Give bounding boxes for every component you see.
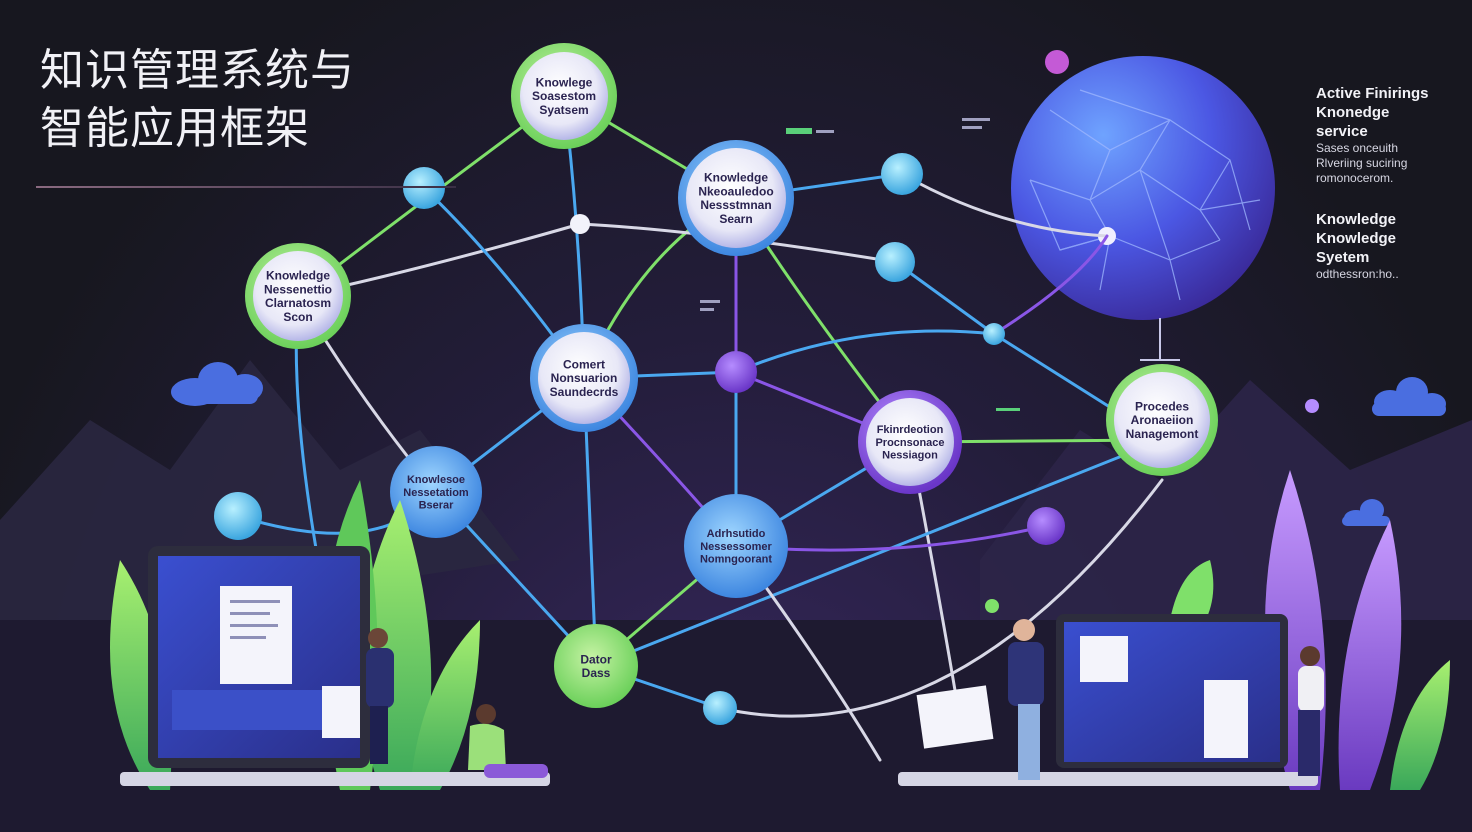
title-line-2: 智能应用框架 — [40, 103, 310, 154]
node-label-line: Nkeoauledoo — [698, 184, 773, 198]
node-label-line: Adrhsutido — [707, 528, 766, 540]
cloud-icon — [1372, 377, 1446, 416]
side-subtext: Rlveriing suciring — [1316, 156, 1408, 170]
side-heading: Syetem — [1316, 249, 1370, 266]
person-icon — [468, 704, 548, 778]
node-label-line: Saundecrds — [550, 385, 619, 399]
node-label-line: Procedes — [1135, 399, 1189, 413]
side-heading: Active Finirings — [1316, 85, 1429, 102]
side-panel-block-1: Active Finirings Knonedge service Sases … — [1316, 84, 1429, 186]
person-icon — [1008, 619, 1044, 780]
side-heading: Knowledge — [1316, 211, 1397, 228]
person-icon — [366, 628, 394, 764]
node-label-line: Nessstmnan — [700, 198, 771, 212]
node-label-line: Knowledge — [266, 269, 330, 283]
node-label-line: Clarnatosm — [265, 296, 331, 310]
side-heading: service — [1316, 123, 1368, 140]
side-heading: Knonedge — [1316, 104, 1390, 121]
side-heading: Knowledge — [1316, 230, 1397, 247]
connector-dots — [214, 50, 1319, 725]
node-label-line: Procnsonace — [875, 437, 944, 449]
cloud-icon — [171, 362, 263, 406]
node-label-line: Nessenettio — [264, 282, 332, 296]
node-label-line: Soasestom — [532, 89, 596, 103]
node-label-line: Nessiagon — [882, 450, 938, 462]
node-label-line: Nomngoorant — [700, 554, 772, 566]
person-icon — [1298, 646, 1324, 776]
node-label-line: Scon — [283, 310, 312, 324]
node-label-line: Bserar — [419, 500, 455, 512]
globe-icon — [1011, 56, 1275, 361]
document-icon — [220, 586, 360, 738]
side-subtext: odthessron:ho.. — [1316, 267, 1399, 281]
node-label-line: Syatsem — [539, 103, 588, 117]
node-label-line: Dass — [582, 666, 611, 680]
node-label-line: Searn — [719, 212, 752, 226]
title-line-1: 知识管理系统与 — [40, 45, 355, 96]
document-icon — [916, 636, 1248, 758]
side-subtext: romonocerom. — [1316, 171, 1394, 185]
cloud-icon — [1342, 499, 1390, 526]
node-label-line: Nessessomer — [700, 541, 772, 553]
node-label-line: Comert — [563, 357, 605, 371]
node-label-line: Knowledge — [704, 171, 768, 185]
node-label-line: Knowlege — [536, 75, 593, 89]
node-label-line: Dator — [580, 652, 612, 666]
page-title: 知识管理系统与 智能应用框架 — [40, 42, 355, 158]
title-divider — [36, 186, 456, 188]
decor-bars — [700, 118, 1020, 411]
side-subtext: Sases onceuith — [1316, 141, 1399, 155]
node-label-line: Nanagemont — [1126, 427, 1199, 441]
node-label-line: Knowlesoe — [407, 474, 465, 486]
node-label-line: Nonsuarion — [551, 371, 618, 385]
node-label-line: Aronaeiion — [1131, 413, 1194, 427]
node-label-line: Nessetatiom — [403, 487, 469, 499]
side-panel-block-2: Knowledge Knowledge Syetem odthessron:ho… — [1316, 210, 1399, 282]
node-label-line: Fkinrdeotion — [877, 424, 944, 436]
